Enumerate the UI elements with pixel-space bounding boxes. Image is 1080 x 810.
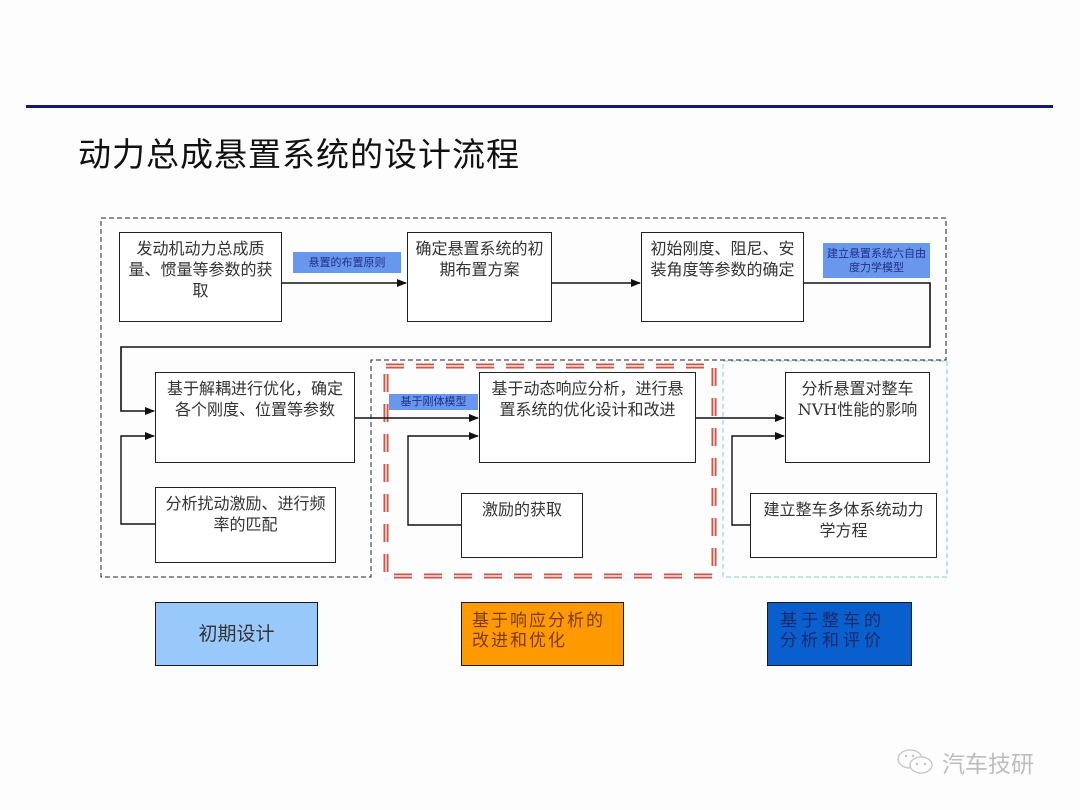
legend-initial-design: 初期设计 <box>155 602 318 666</box>
step-text: 确定悬置系统的初期布置方案 <box>415 239 544 279</box>
arrow-b7-b6 <box>407 432 479 526</box>
step-text: 建立整车多体系统动力学方程 <box>763 500 924 540</box>
step-excitation: 激励的获取 <box>461 493 583 558</box>
legend-label: 基于整车的分析和评价 <box>780 611 885 651</box>
step-dynamic-response: 基于动态响应分析，进行悬置系统的优化设计和改进 <box>479 372 696 463</box>
legend-label: 基于响应分析的改进和优化 <box>472 611 605 651</box>
step-multibody-equations: 建立整车多体系统动力学方程 <box>750 493 937 558</box>
step-nvh-analysis: 分析悬置对整车NVH性能的影响 <box>785 372 930 463</box>
tag-6dof-model: 建立悬置系统六自由度力学模型 <box>823 243 930 278</box>
step-text: 基于动态响应分析，进行悬置系统的优化设计和改进 <box>491 379 684 419</box>
step-text: 发动机动力总成质量、惯量等参数的获取 <box>128 239 273 300</box>
legend-vehicle-evaluation: 基于整车的分析和评价 <box>767 602 912 666</box>
wechat-icon <box>897 749 933 774</box>
stage3-frame <box>722 360 948 578</box>
step-text: 分析扰动激励、进行频率的匹配 <box>165 494 326 534</box>
watermark: 汽车技研 <box>896 745 1034 779</box>
step-decoupling-optimization: 基于解耦进行优化，确定各个刚度、位置等参数 <box>155 372 355 463</box>
slide-title: 动力总成悬置系统的设计流程 <box>78 135 520 174</box>
watermark-text: 汽车技研 <box>942 752 1034 778</box>
step-initial-stiffness: 初始刚度、阻尼、安装角度等参数的确定 <box>641 232 804 322</box>
step-text: 激励的获取 <box>481 500 562 519</box>
header-rule <box>26 105 1053 108</box>
legend-label: 初期设计 <box>198 623 275 645</box>
arrow-b5-b4 <box>120 432 155 525</box>
stage1-frame <box>100 217 947 578</box>
tag-layout-principle: 悬置的布置原则 <box>293 252 401 273</box>
arrow-b3-b4 <box>120 282 931 415</box>
step-powertrain-params: 发动机动力总成质量、惯量等参数的获取 <box>119 232 282 322</box>
legend-response-optimization: 基于响应分析的改进和优化 <box>461 602 624 666</box>
tag-rigid-body-model: 基于刚体模型 <box>389 394 478 410</box>
step-disturbance-matching: 分析扰动激励、进行频率的匹配 <box>155 487 336 563</box>
step-text: 初始刚度、阻尼、安装角度等参数的确定 <box>650 239 795 279</box>
step-text: 基于解耦进行优化，确定各个刚度、位置等参数 <box>166 379 343 419</box>
arrow-b9-b8 <box>731 432 785 526</box>
step-initial-layout: 确定悬置系统的初期布置方案 <box>407 232 552 322</box>
step-text: 分析悬置对整车NVH性能的影响 <box>797 379 918 419</box>
